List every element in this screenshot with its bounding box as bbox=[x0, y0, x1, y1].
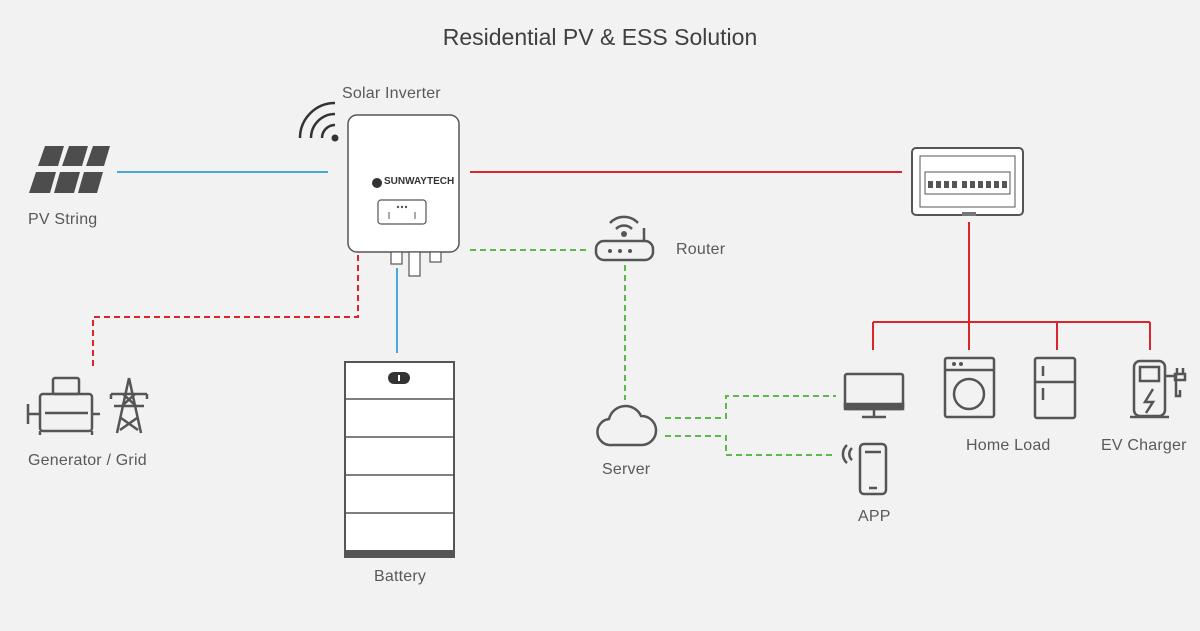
label-battery: Battery bbox=[374, 568, 427, 585]
inverter-brand-text: SUNWAYTECH bbox=[384, 176, 455, 187]
generator-icon bbox=[26, 376, 100, 435]
washing-machine-icon bbox=[943, 356, 996, 419]
transmission-tower-icon bbox=[109, 377, 149, 434]
label-pv-string: PV String bbox=[28, 211, 98, 228]
monitor-icon bbox=[843, 372, 905, 419]
ev-charger-icon bbox=[1130, 359, 1187, 419]
battery-stack-icon bbox=[344, 361, 455, 558]
refrigerator-icon bbox=[1033, 356, 1077, 420]
pv-panel-icon bbox=[29, 146, 110, 193]
server-to-app-line bbox=[665, 435, 836, 456]
label-home-load: Home Load bbox=[966, 437, 1051, 454]
inverter-to-grid-line bbox=[92, 255, 359, 370]
label-ev-charger: EV Charger bbox=[1101, 437, 1187, 454]
label-server: Server bbox=[602, 461, 651, 478]
cloud-server-icon bbox=[596, 404, 658, 447]
router-icon bbox=[594, 215, 655, 262]
server-to-monitor-line bbox=[665, 395, 836, 419]
solar-inverter-icon bbox=[347, 114, 460, 277]
label-solar-inverter: Solar Inverter bbox=[342, 85, 441, 102]
label-router: Router bbox=[676, 241, 726, 258]
distribution-panel-icon bbox=[911, 147, 1024, 216]
wifi-signal-icon bbox=[298, 101, 339, 142]
phone-icon bbox=[841, 442, 888, 496]
label-app: APP bbox=[858, 508, 891, 525]
label-generator-grid: Generator / Grid bbox=[28, 452, 147, 469]
diagram-title: Residential PV & ESS Solution bbox=[442, 24, 758, 50]
